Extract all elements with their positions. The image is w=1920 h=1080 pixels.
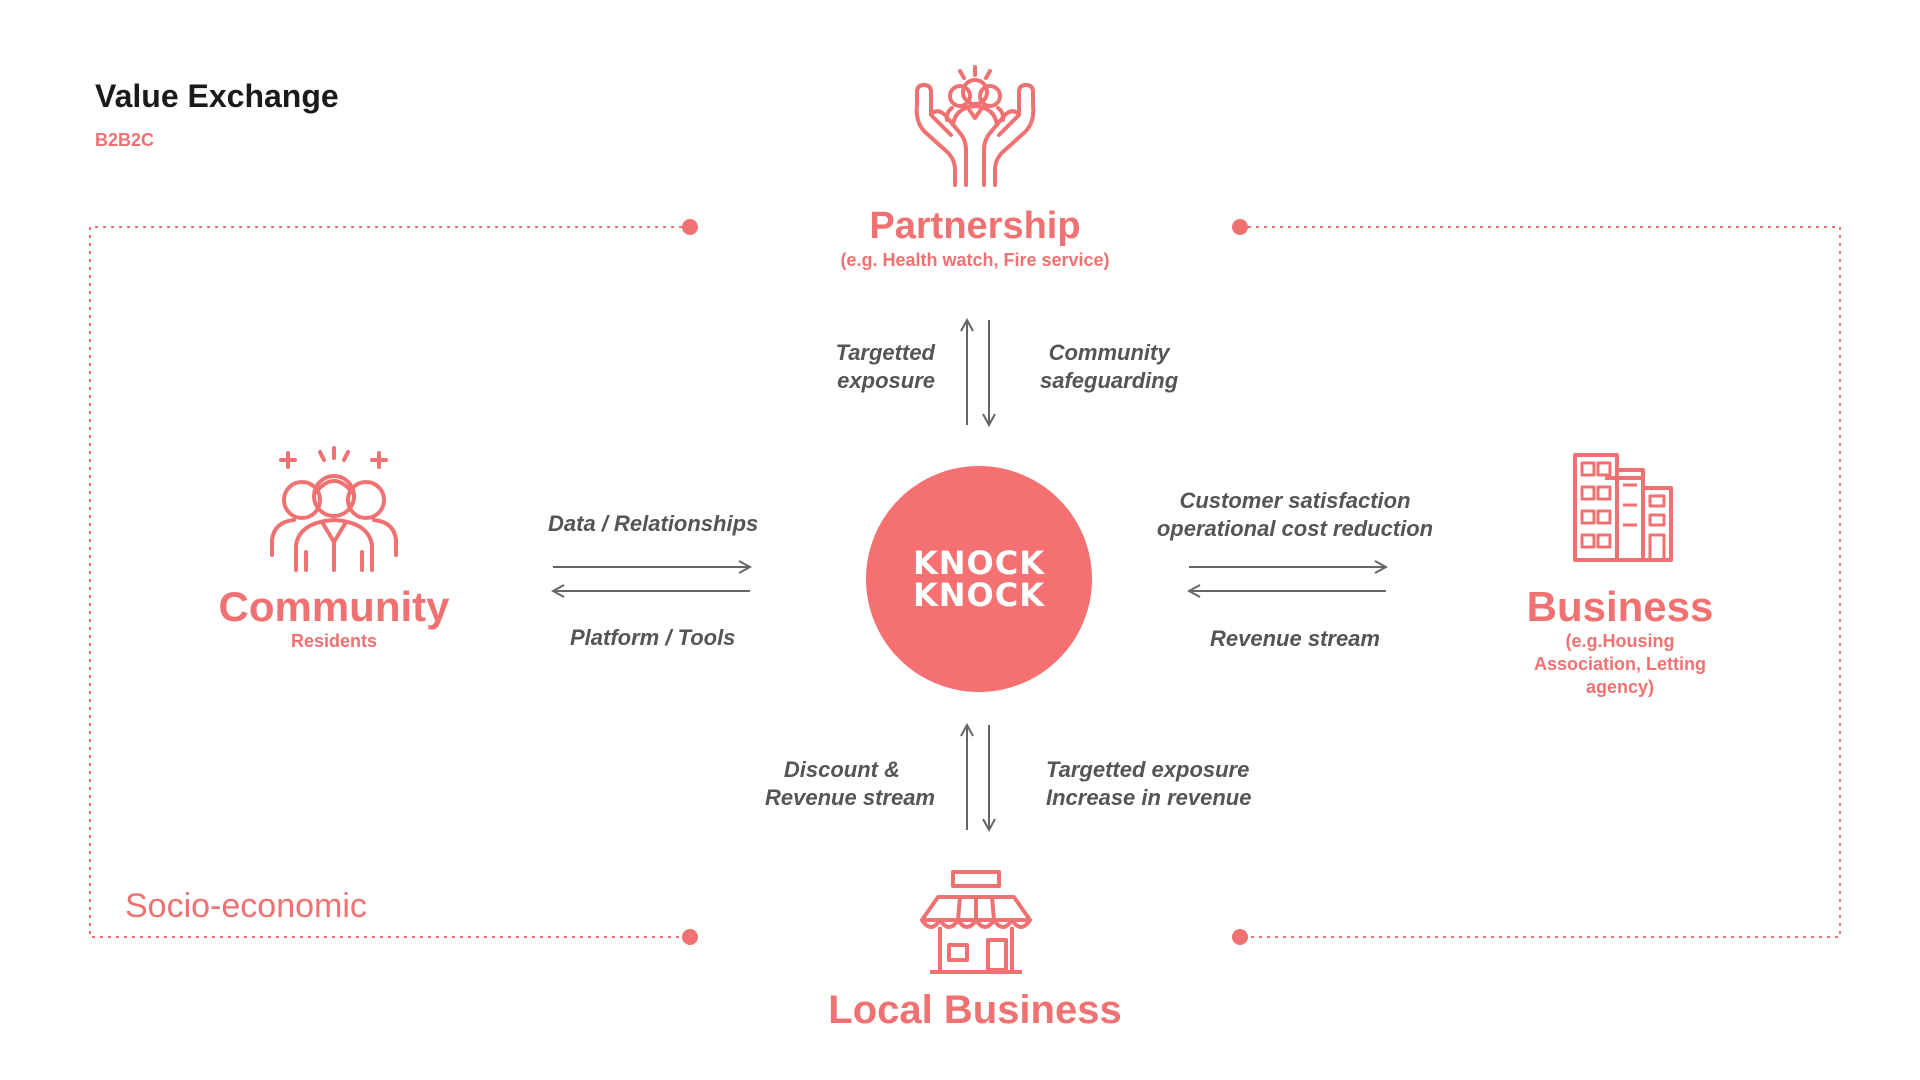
flow-label-left-top: Data / Relationships: [548, 511, 759, 536]
flow-label-line: Discount &: [783, 757, 900, 782]
boundary-end-dots: [682, 219, 1248, 945]
flow-label-bottom-right: Targetted exposure Increase in revenue: [1046, 756, 1251, 812]
flow-label-line: Customer satisfaction: [1179, 488, 1411, 513]
knock-knock-logo: KNOCK KNOCK: [913, 547, 1045, 611]
flow-label-right-bottom: Revenue stream: [1210, 626, 1380, 651]
flow-label-right-top: Customer satisfaction operational cost r…: [1150, 487, 1440, 543]
flow-label-line: Targetted: [835, 340, 935, 365]
socio-economic-label: Socio-economic: [125, 887, 367, 925]
flow-label-line: Revenue stream: [765, 785, 935, 810]
logo-line-1: KNOCK: [912, 544, 1046, 582]
community-label: Community: [218, 583, 450, 630]
business-label: Business: [1526, 583, 1714, 630]
business-sublabel: (e.g.Housing Association, Letting agency…: [1510, 630, 1730, 699]
flow-label-left-bottom: Platform / Tools: [570, 625, 736, 650]
flow-label-line: exposure: [837, 368, 935, 393]
flow-label-top-left: Targetted exposure: [790, 339, 935, 395]
community-sublabel: Residents: [290, 631, 378, 651]
socio-economic-boundary: [89, 226, 1841, 938]
partnership-label: Partnership: [869, 205, 1081, 247]
partnership-sublabel: (e.g. Health watch, Fire service): [840, 250, 1110, 270]
logo-line-2: KNOCK: [912, 576, 1046, 614]
business-sublabel-line: (e.g.Housing: [1565, 631, 1675, 651]
page-subtitle: B2B2C: [95, 130, 155, 150]
flow-label-line: Increase in revenue: [1046, 785, 1252, 810]
flow-label-line: safeguarding: [1040, 368, 1179, 393]
page-title: Value Exchange: [95, 78, 339, 114]
business-sublabel-line: agency): [1585, 677, 1655, 697]
flow-label-bottom-left: Discount & Revenue stream: [735, 756, 935, 812]
flow-label-line: Targetted exposure: [1046, 757, 1250, 782]
business-sublabel-line: Association, Letting: [1533, 654, 1706, 674]
local-business-label: Local Business: [828, 988, 1122, 1032]
knock-knock-logo-circle: KNOCK KNOCK: [866, 466, 1092, 692]
flow-label-line: operational cost reduction: [1156, 516, 1434, 541]
flow-label-line: Community: [1048, 340, 1170, 365]
flow-label-top-right: Community safeguarding: [1040, 339, 1178, 395]
